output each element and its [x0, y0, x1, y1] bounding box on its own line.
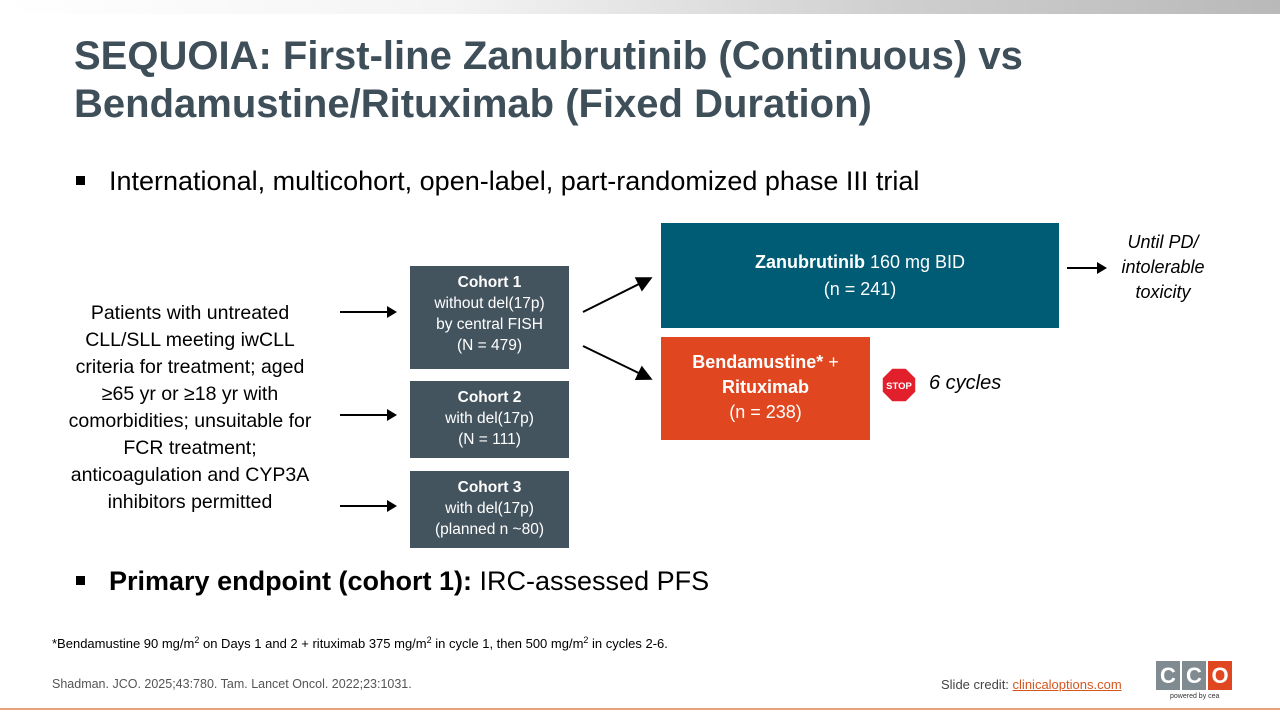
arrow-to-cohort-3 — [340, 500, 397, 512]
bullet-text: Primary endpoint (cohort 1): IRC-assesse… — [109, 564, 709, 598]
arrow-to-bendamustine — [582, 345, 653, 380]
top-gradient-bar — [0, 0, 1280, 14]
arrow-to-until — [1067, 262, 1107, 274]
cohort-1-line-3: (N = 479) — [456, 337, 523, 354]
cycles-text: 6 cycles — [929, 372, 1002, 394]
cohort-3-heading: Cohort 3 — [457, 479, 522, 496]
slide-title: SEQUOIA: First-line Zanubrutinib (Contin… — [74, 34, 1023, 126]
bendamustine-drug: Bendamustine* — [692, 352, 824, 372]
randomization-arrows — [582, 277, 653, 380]
bottom-accent-line — [0, 708, 1280, 710]
cohort-2-heading: Cohort 2 — [457, 389, 522, 406]
logo-letter-c1: C — [1156, 661, 1180, 690]
zanubrutinib-dose: 160 mg BID — [864, 252, 966, 272]
bendamustine-plus: + — [823, 352, 839, 372]
cohort-1-line-1: without del(17p) — [434, 295, 545, 312]
cohort-1-heading: Cohort 1 — [457, 274, 522, 291]
cco-logo: C C O powered by cea — [1156, 661, 1234, 707]
footnote-part: in cycles 2-6. — [588, 636, 668, 651]
bullet-square-icon — [76, 576, 85, 585]
arrow-to-cohort-2 — [340, 409, 397, 421]
stop-label: STOP — [886, 381, 912, 392]
footnote-part: in cycle 1, then 500 mg/m — [431, 636, 584, 651]
arrow-to-zanubrutinib — [582, 277, 653, 313]
primary-endpoint-value: IRC-assessed PFS — [472, 566, 710, 596]
bullet-text: International, multicohort, open-label, … — [109, 166, 920, 196]
slide-credit-label: Slide credit: — [941, 677, 1013, 692]
footnote-part: *Bendamustine 90 mg/m — [52, 636, 195, 651]
patient-criteria: Patients with untreated CLL/SLL meeting … — [68, 302, 312, 513]
cohort-3-line-2: (planned n ~80) — [434, 521, 544, 538]
footnote-part: on Days 1 and 2 + rituximab 375 mg/m — [199, 636, 427, 651]
footnote-superscript: 2 — [583, 635, 589, 645]
cohort-2-line-1: with del(17p) — [445, 410, 534, 427]
cohort-2-line-2: (N = 111) — [458, 431, 521, 448]
clinicaloptions-link[interactable]: clinicaloptions.com — [1012, 677, 1122, 692]
logo-powered-by: powered by cea — [1170, 693, 1220, 700]
cohort-3-line-1: with del(17p) — [445, 500, 534, 517]
bendamustine-arm-box: Bendamustine* + Rituximab (n = 238) — [661, 337, 870, 440]
primary-endpoint-label: Primary endpoint (cohort 1): — [109, 566, 473, 596]
cohort-1-line-2: by central FISH — [436, 316, 543, 333]
footnote-superscript: 2 — [426, 635, 432, 645]
cohort-2-box: Cohort 2 with del(17p) (N = 111) — [410, 381, 569, 458]
stop-sign-icon: STOP — [881, 367, 917, 403]
cohort-1-box: Cohort 1 without del(17p) by central FIS… — [410, 266, 569, 369]
until-pd-text: Until PD/ intolerable toxicity — [1121, 232, 1205, 302]
footnote: *Bendamustine 90 mg/m2 on Days 1 and 2 +… — [52, 635, 668, 652]
references: Shadman. JCO. 2025;43:780. Tam. Lancet O… — [52, 677, 412, 691]
zanubrutinib-drug: Zanubrutinib — [754, 252, 865, 272]
logo-letter-o: O — [1208, 661, 1232, 690]
arrow-to-cohort-1 — [340, 306, 397, 318]
cohort-3-box: Cohort 3 with del(17p) (planned n ~80) — [410, 471, 569, 548]
slide-credit: Slide credit: clinicaloptions.com — [941, 677, 1122, 692]
bullet-square-icon — [76, 176, 85, 185]
bendamustine-n: (n = 238) — [729, 402, 802, 422]
zanubrutinib-arm-box: Zanubrutinib 160 mg BID (n = 241) — [661, 223, 1059, 328]
rituximab-drug: Rituximab — [721, 377, 809, 397]
footnote-superscript: 2 — [194, 635, 200, 645]
zanubrutinib-n: (n = 241) — [823, 279, 897, 299]
logo-letter-c2: C — [1182, 661, 1206, 690]
